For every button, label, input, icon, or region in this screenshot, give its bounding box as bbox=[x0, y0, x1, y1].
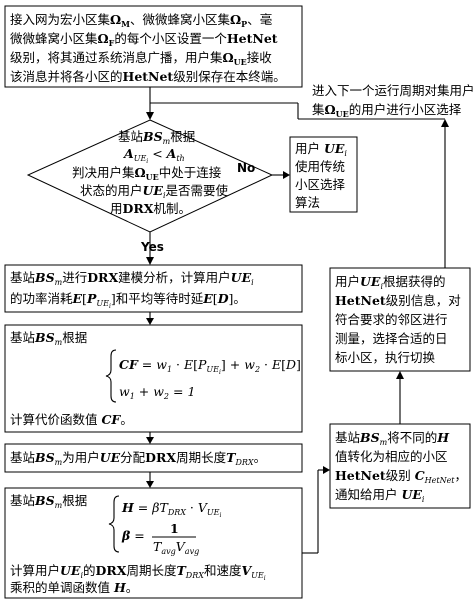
step-broadcast-line-1: 接入网为宏小区集ΩM、微微蜂窝小区集ΩP、毫 bbox=[10, 12, 272, 29]
step-cost-function-box bbox=[4, 324, 303, 433]
decision-line-5: 用DRX机制。 bbox=[110, 201, 191, 216]
convert-line-2: 值转化为相应的小区 bbox=[335, 449, 448, 464]
step-drx-modeling-box bbox=[4, 264, 303, 313]
monotone-function-line-5: 乘积的单调函数值 H。 bbox=[10, 580, 138, 595]
arrowhead-drx-modeling bbox=[146, 257, 154, 265]
handover-line-1: 用户UEi根据获得的 bbox=[335, 274, 446, 291]
step-drx-period-allocation-box bbox=[4, 443, 303, 473]
decision-line-1: 基站BSm根据 bbox=[118, 129, 195, 146]
monotone-function-line-4: 计算用户UEi的DRX周期长度TDRX和速度VUEi bbox=[10, 563, 266, 582]
legacy-line-4: 算法 bbox=[295, 195, 320, 210]
arrowhead-convert bbox=[323, 466, 330, 474]
decision-line-4: 状态的用户UEi是否需要使 bbox=[80, 183, 229, 200]
yes-branch-label: Yes bbox=[140, 240, 164, 254]
convert-line-1: 基站BSm将不同的H bbox=[335, 430, 450, 447]
decision-condition-line: AUEi < Ath bbox=[123, 146, 185, 165]
step-monotone-function-box bbox=[4, 487, 303, 599]
beta-equation-lhs: β = bbox=[121, 528, 145, 543]
decision-line-3: 判决用户集ΩUE中处于连接 bbox=[72, 165, 222, 182]
convert-line-3: HetNet级别 CHetNet， bbox=[335, 468, 467, 485]
handover-line-3: 符合要求的邻区进行 bbox=[335, 312, 448, 327]
step-convert-to-hetnet-level-box bbox=[329, 423, 471, 509]
cost-function-line-1: 基站BSm根据 bbox=[10, 330, 87, 347]
handover-line-5: 标小区，执行切换 bbox=[335, 350, 436, 365]
loop-caption-line-2: 集ΩUE的用户进行小区选择 bbox=[312, 102, 462, 119]
arrowhead-allocation bbox=[146, 437, 154, 444]
arrowhead-decision bbox=[146, 112, 154, 120]
h-equation: H = βTDRX · VUEi bbox=[121, 500, 222, 519]
handover-line-2: HetNet级别信息，对 bbox=[335, 293, 461, 308]
step-broadcast-line-3: 级别，将其通过系统消息广播，用户集ΩUE接收 bbox=[10, 50, 272, 67]
beta-denominator: TavgVavg bbox=[153, 539, 199, 556]
drx-modeling-line-2: 的功率消耗E[PUEi]和平均等待时延E[D]。 bbox=[10, 291, 246, 310]
handover-line-4: 测量，选择合适的日 bbox=[335, 331, 448, 346]
drx-period-allocation-text: 基站BSm为用户UE分配DRX周期长度TDRX。 bbox=[10, 450, 266, 467]
step-broadcast-line-4: 该消息并将各小区的HetNet级别保存在本终端。 bbox=[10, 69, 286, 84]
loop-caption-line-1: 进入下一个运行周期对集用户 bbox=[312, 83, 474, 98]
monotone-function-line-1: 基站BSm根据 bbox=[10, 493, 87, 510]
step-measure-and-handover-box bbox=[329, 267, 471, 372]
step-legacy-cell-selection-box bbox=[289, 136, 358, 213]
arrowhead-cost bbox=[146, 318, 154, 325]
drx-modeling-line-1: 基站BSm进行DRX建模分析，计算用户UEi bbox=[10, 270, 254, 287]
arrowhead-loop bbox=[441, 119, 449, 127]
arrowhead-monotone bbox=[146, 481, 154, 488]
step-broadcast-line-2: 微微蜂窝小区集ΩF的每个小区设置一个HetNet bbox=[10, 31, 278, 48]
cost-function-equation: CF = w1 · E[PUEi] + w2 · E[D] bbox=[119, 357, 301, 376]
no-branch-label: No bbox=[237, 161, 255, 175]
beta-numerator: 1 bbox=[170, 521, 179, 536]
legacy-line-2: 使用传统 bbox=[295, 159, 345, 174]
cost-function-brace bbox=[105, 349, 117, 403]
arrowhead-handover bbox=[396, 371, 404, 379]
step-broadcast-hetnet-level-box bbox=[4, 5, 303, 88]
legacy-line-1: 用户 UEi bbox=[295, 141, 347, 158]
arrowhead-legacy bbox=[283, 171, 290, 179]
cost-function-line-4: 计算代价函数值 CF。 bbox=[10, 412, 133, 427]
convert-line-4: 通知给用户 UEi bbox=[335, 487, 425, 504]
legacy-line-3: 小区选择 bbox=[295, 177, 346, 192]
monotone-function-brace bbox=[108, 495, 120, 553]
weights-equation: w1 + w2 = 1 bbox=[119, 384, 195, 401]
